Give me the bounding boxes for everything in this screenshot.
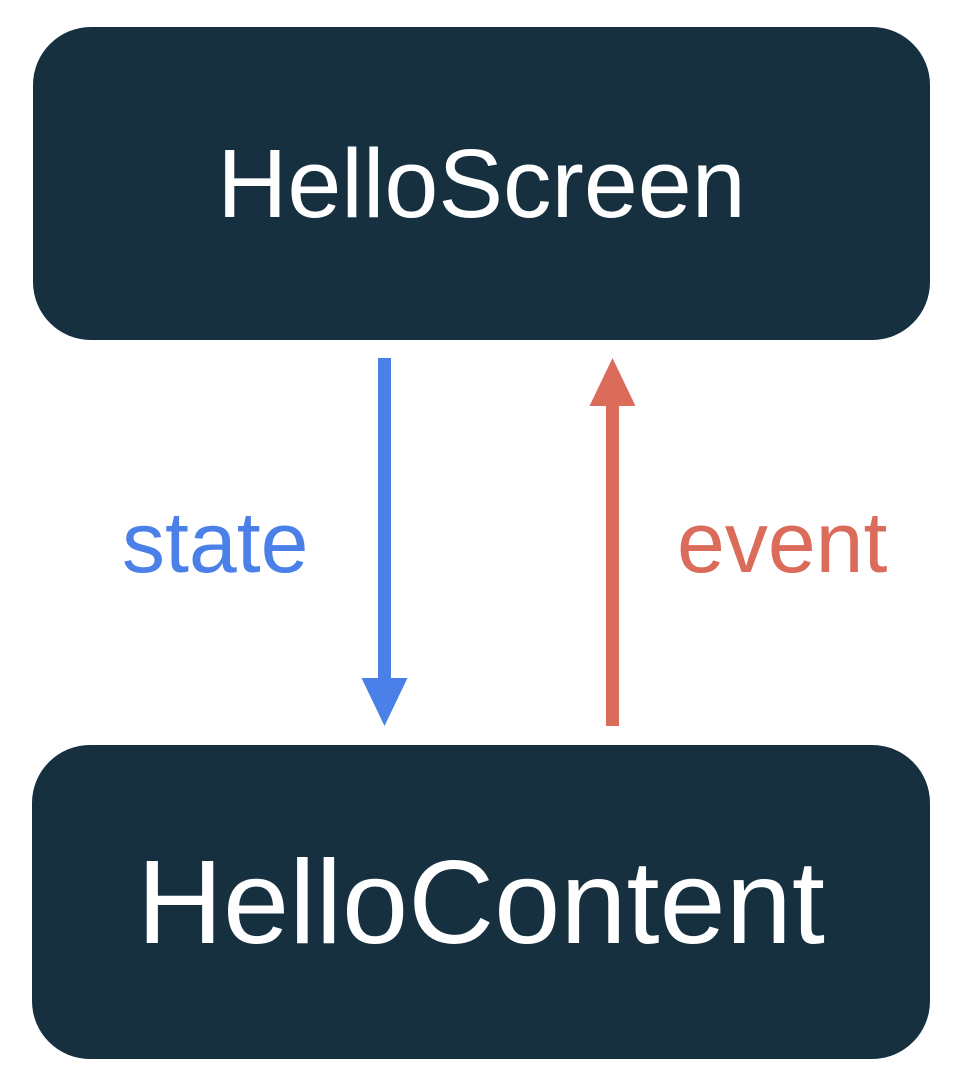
hellocontent-label: HelloContent <box>137 835 825 969</box>
helloscreen-node: HelloScreen <box>33 27 930 340</box>
event-flow-label: event <box>677 495 888 591</box>
state-flow-label: state <box>122 495 309 591</box>
helloscreen-label: HelloScreen <box>217 129 746 238</box>
state-down-arrow-icon <box>361 358 408 726</box>
hellocontent-node: HelloContent <box>32 745 930 1059</box>
event-up-arrow-icon <box>589 358 636 726</box>
